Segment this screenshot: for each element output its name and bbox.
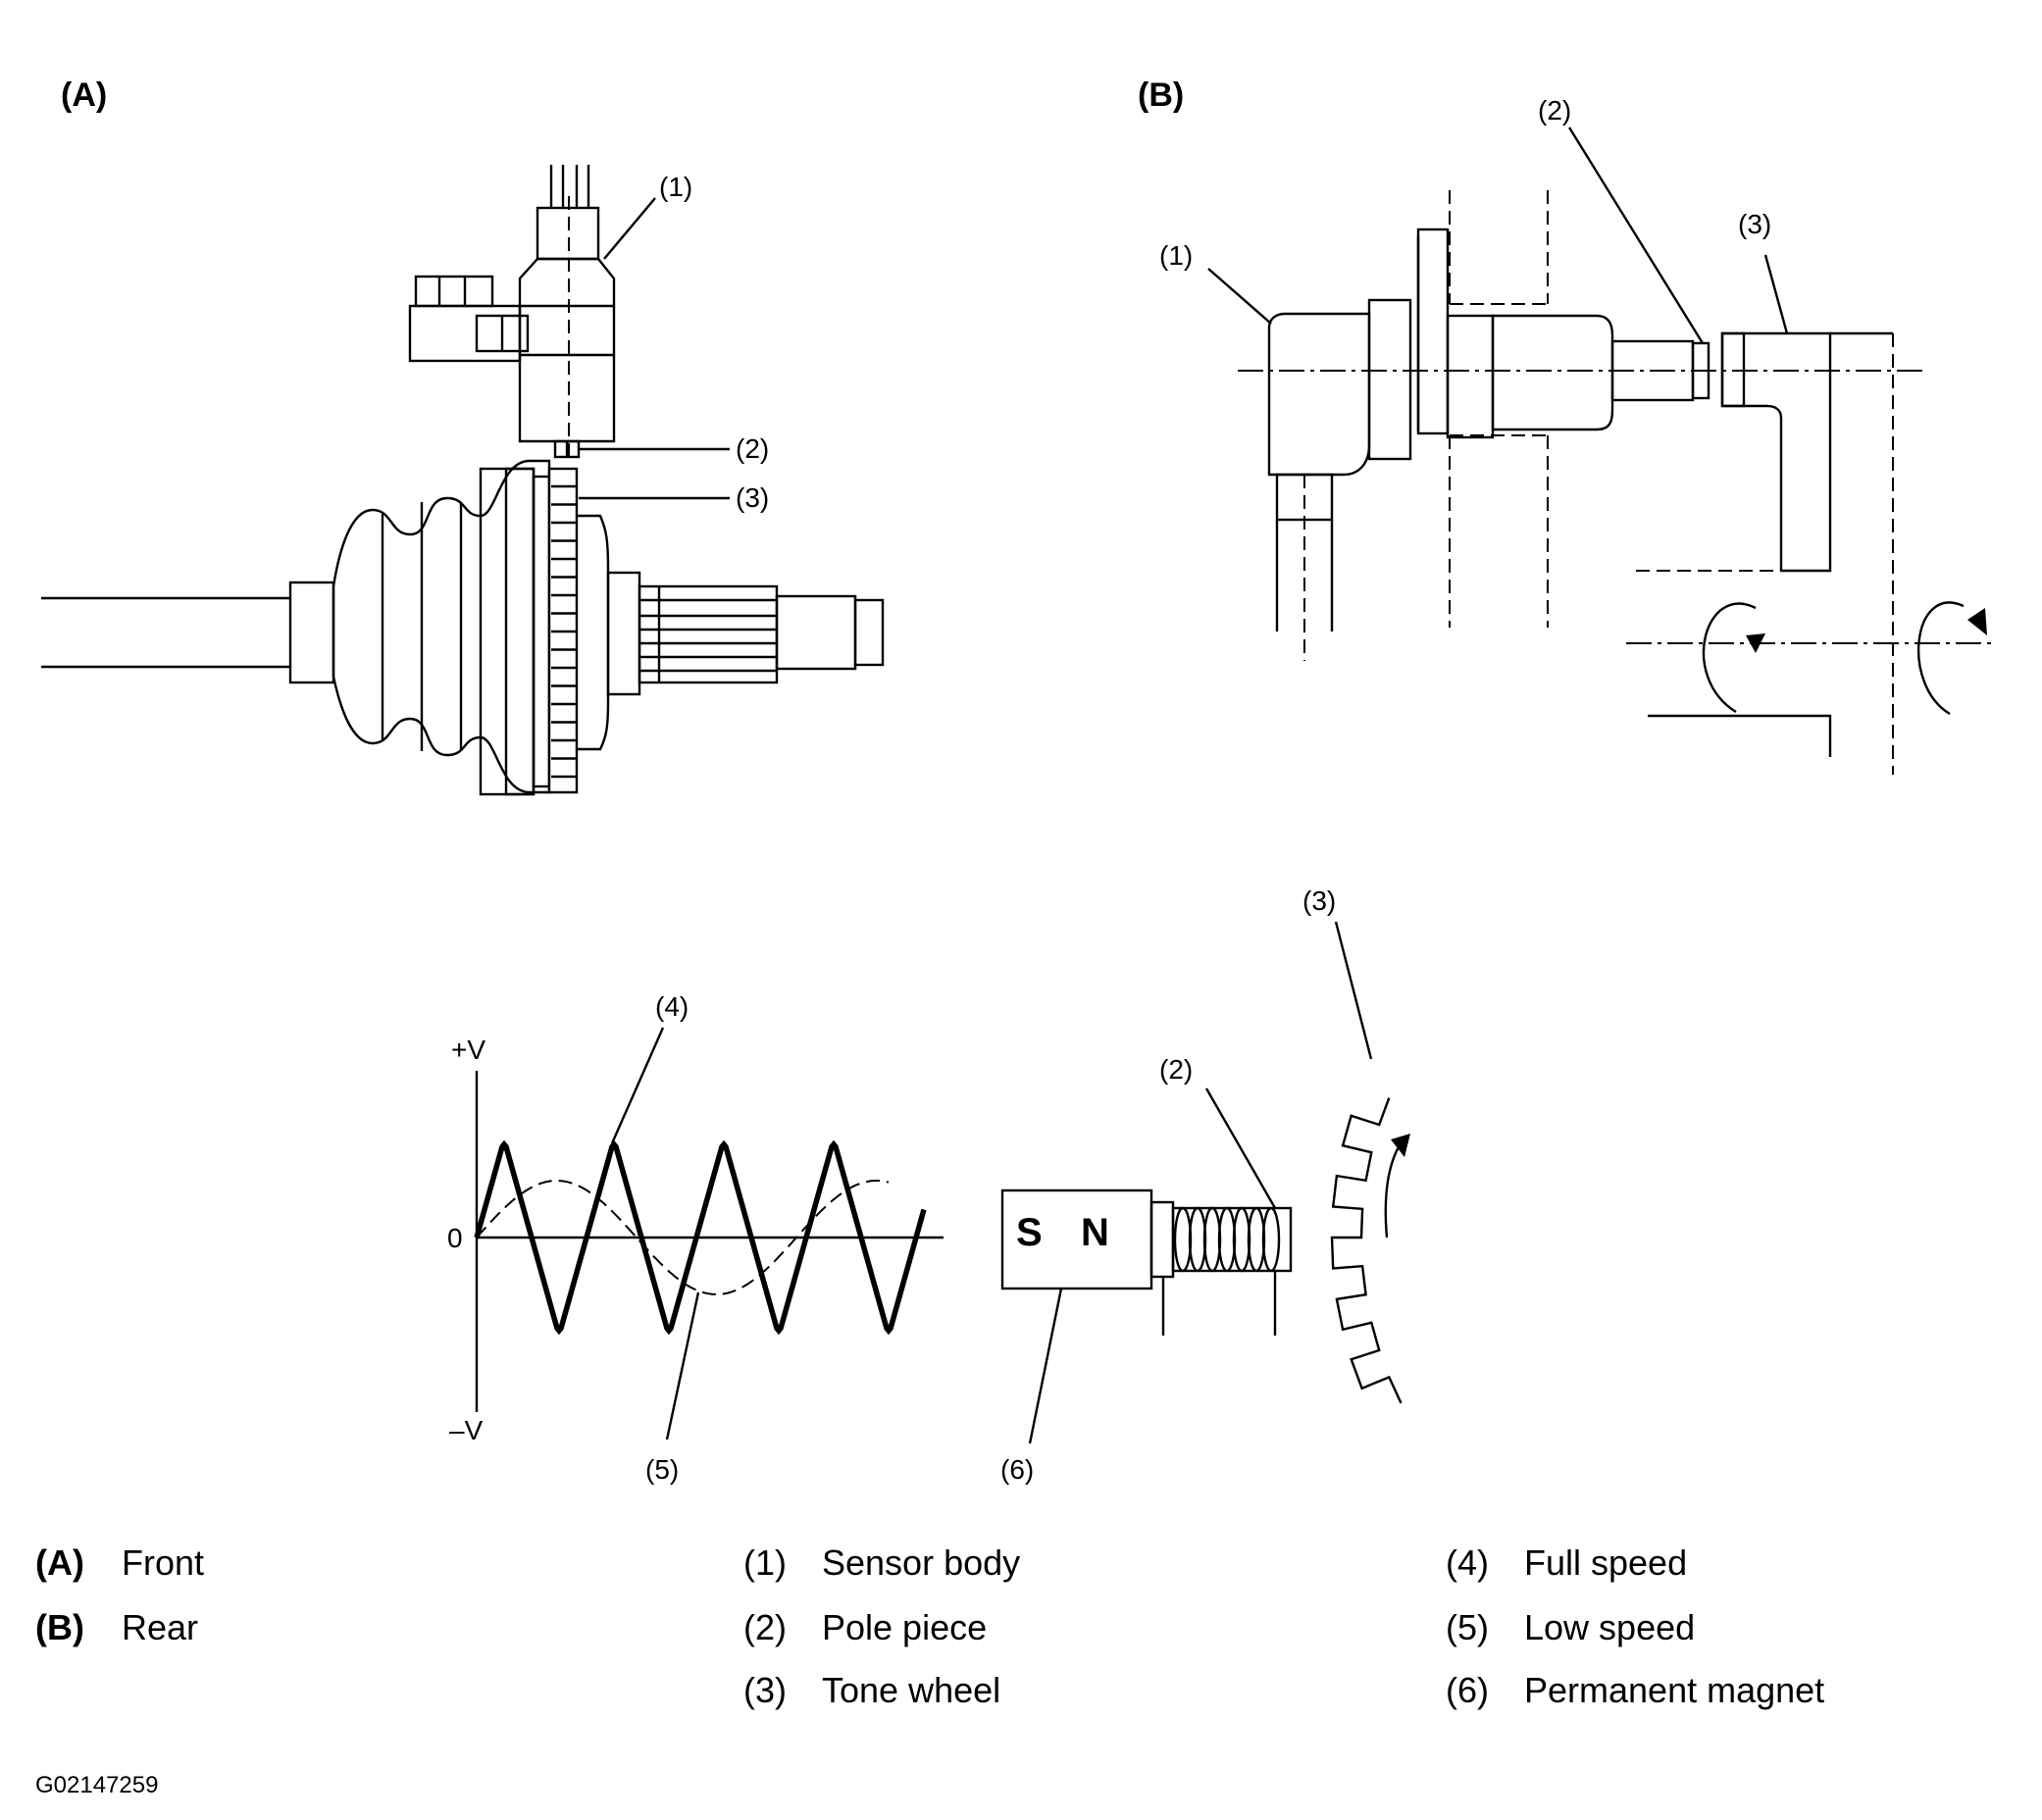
full-speed-wave [474,1139,927,1336]
front-callout-2: (2) [736,433,769,464]
legend-key-b: (B) [35,1607,84,1647]
panel-a-label: (A) [61,76,107,114]
legend-key-5: (5) [1446,1607,1489,1647]
legend-key-4: (4) [1446,1542,1489,1583]
legend-key-3: (3) [743,1670,787,1710]
legend-text-b: Rear [122,1607,198,1647]
tone-wheel-tooth-profile [1330,1097,1403,1404]
low-speed-wave [476,1180,890,1295]
front-pole-piece [553,439,581,459]
rear-rotation-arrow-right [1917,601,1987,716]
legend-text-5: Low speed [1524,1607,1695,1647]
coil-windings [1173,1206,1281,1273]
detail-rotation-arrow [1384,1134,1410,1239]
front-callout-1: (1) [659,172,692,202]
legend-item-6: (6) Permanent magnet [1446,1670,1824,1710]
front-callout-3: (3) [736,482,769,513]
rear-sensor-body [1267,228,1614,661]
legend-text-3: Tone wheel [822,1670,1000,1710]
front-drive-shaft [41,459,885,796]
legend: (A) Front (B) Rear (1) Sensor body (2) P… [35,1542,1824,1710]
rear-callout-1: (1) [1159,240,1193,271]
rear-rotation-arrow-left [1702,602,1765,714]
detail-tone-wheel [1330,1097,1403,1404]
legend-text-2: Pole piece [822,1607,987,1647]
legend-item-5: (5) Low speed [1446,1607,1695,1647]
legend-item-b: (B) Rear [35,1607,198,1647]
detail-callout-3: (3) [1302,885,1336,916]
legend-key-2: (2) [743,1607,787,1647]
legend-key-6: (6) [1446,1670,1489,1710]
front-tone-wheel-teeth [551,484,577,779]
front-sensor-body [408,165,616,459]
coil-winding [1173,1206,1193,1273]
panel-b-label: (B) [1138,76,1184,114]
pickup-coil [1149,1200,1293,1336]
magnet-pole-s: S [1016,1211,1043,1254]
wave-callout-4: (4) [655,991,689,1022]
legend-item-a: (A) Front [35,1542,204,1583]
legend-item-4: (4) Full speed [1446,1542,1687,1583]
coil-winding [1232,1206,1251,1273]
panel-b-rear: (B) [1138,76,1991,775]
coil-winding [1247,1206,1266,1273]
axis-label-plus-v: +V [451,1035,485,1065]
detail-callout-6: (6) [1000,1454,1034,1485]
permanent-magnet: S N [1000,1188,1153,1290]
coil-winding [1188,1206,1207,1273]
rear-tone-wheel [1636,331,1894,775]
legend-text-6: Permanent magnet [1524,1670,1824,1710]
coil-winding [1202,1206,1222,1273]
legend-item-1: (1) Sensor body [743,1542,1020,1583]
wave-callout-5: (5) [645,1454,679,1485]
legend-item-2: (2) Pole piece [743,1607,987,1647]
coil-winding [1261,1206,1281,1273]
rear-callout-2: (2) [1538,95,1571,126]
legend-key-a: (A) [35,1542,84,1583]
front-tone-wheel [547,467,579,794]
legend-text-1: Sensor body [822,1542,1020,1583]
legend-key-1: (1) [743,1542,787,1583]
legend-text-a: Front [122,1542,204,1583]
legend-text-4: Full speed [1524,1542,1687,1583]
axis-label-zero: 0 [447,1223,463,1253]
legend-item-3: (3) Tone wheel [743,1670,1000,1710]
rear-callout-3: (3) [1738,209,1771,239]
magnetic-pickup-detail: S N (2) (3) (6) [1000,885,1410,1485]
detail-callout-2: (2) [1159,1054,1193,1085]
magnet-pole-n: N [1081,1211,1109,1254]
coil-winding [1217,1206,1237,1273]
waveform-chart: +V 0 –V (4) (5) [447,991,944,1485]
axis-label-minus-v: –V [449,1415,484,1445]
panel-a-front: (A) [41,76,885,796]
figure-id: G02147259 [35,1772,158,1798]
